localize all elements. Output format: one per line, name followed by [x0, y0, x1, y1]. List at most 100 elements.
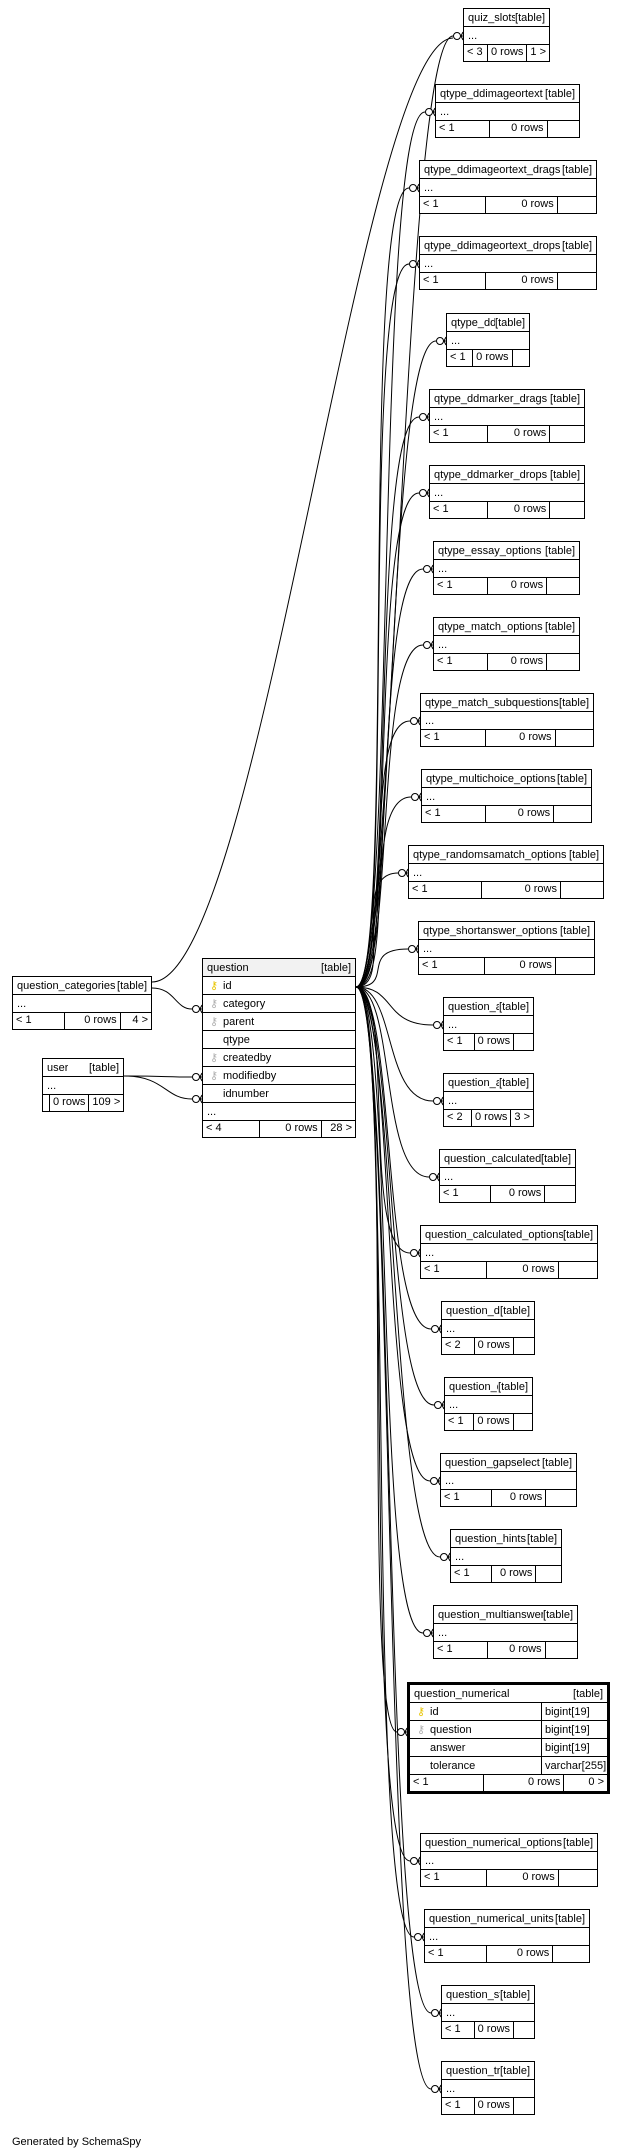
- table-qtype-randomsamatch-options[interactable]: qtype_randomsamatch_options[table]...< 1…: [408, 845, 604, 899]
- parents-count: < 1: [420, 273, 487, 289]
- ellipsis-row: ...: [421, 1852, 597, 1870]
- row-count: 0 rows: [492, 1490, 547, 1506]
- ellipsis-row: ...: [434, 1624, 577, 1642]
- table-name: question_numerical_options: [425, 1837, 562, 1849]
- table-question-answers[interactable]: question_answers[table]...< 10 rows: [443, 997, 534, 1051]
- row-count: 0 rows: [491, 1186, 546, 1202]
- edge-quiz-slots-category: [151, 37, 454, 983]
- table-qtype-ddmarker[interactable]: qtype_ddmarker[table]...< 10 rows: [446, 313, 530, 367]
- table-question-datasets[interactable]: question_datasets[table]...< 20 rows: [441, 1301, 535, 1355]
- crow-foot-icon: [410, 1248, 421, 1258]
- parents-count: < 1: [441, 1490, 492, 1506]
- children-count: [513, 350, 529, 366]
- crow-foot-icon: [411, 792, 422, 802]
- table-name: question_datasets: [446, 1305, 500, 1317]
- table-question-categories[interactable]: question_categories[table] ... < 1 0 row…: [12, 976, 152, 1030]
- column-row[interactable]: idnumber: [203, 1085, 355, 1103]
- children-count: 0 >: [588, 1776, 604, 1788]
- column-row[interactable]: qtype: [203, 1031, 355, 1049]
- table-tag: [table]: [515, 12, 545, 24]
- table-name: question_numerical: [414, 1688, 510, 1700]
- table-name: qtype_match_subquestions: [425, 697, 559, 709]
- crow-foot-icon: [409, 259, 420, 269]
- edge-child: [355, 986, 441, 1558]
- column-name: parent: [223, 1015, 255, 1028]
- column-row[interactable]: ⚷id: [203, 977, 355, 995]
- crow-foot-icon: [433, 1096, 444, 1106]
- ellipsis-row: ...: [425, 1928, 589, 1946]
- table-name: question_categories: [17, 980, 116, 992]
- table-question-statistics[interactable]: question_statistics[table]...< 10 rows: [441, 1985, 535, 2039]
- table-tag: [table]: [550, 393, 580, 405]
- ellipsis-row: ...: [13, 995, 151, 1013]
- children-count: [550, 426, 584, 442]
- row-count: 0 rows: [260, 1121, 322, 1137]
- parents-count: < 1: [451, 1566, 493, 1582]
- ellipsis-row: ...: [442, 2080, 534, 2098]
- parents-count: < 1: [420, 197, 487, 213]
- parents-count: < 1: [434, 654, 489, 670]
- children-count: [514, 2098, 534, 2114]
- parents-count: < 1: [421, 1870, 488, 1886]
- table-tag: [table]: [500, 2065, 530, 2077]
- crow-foot-icon: [419, 488, 430, 498]
- column-row[interactable]: ⚷modifiedby: [203, 1067, 355, 1085]
- edge-category: [151, 987, 193, 1010]
- table-user[interactable]: user[table] ... 0 rows 109 >: [42, 1058, 124, 1112]
- crow-foot-icon: [423, 640, 434, 650]
- table-question-calculated-options[interactable]: question_calculated_options[table]...< 1…: [420, 1225, 598, 1279]
- column-name: createdby: [223, 1051, 272, 1064]
- parents-count: < 1: [442, 2098, 475, 2114]
- foreign-key-icon: ⚷: [416, 1724, 426, 1736]
- table-name: qtype_ddmarker_drops: [434, 469, 548, 481]
- table-tag: [table]: [545, 88, 575, 100]
- ellipsis-row: ...: [444, 1016, 533, 1034]
- table-tag: [table]: [562, 240, 592, 252]
- parents-count: < 4: [203, 1121, 261, 1137]
- ellipsis-row: ...: [464, 27, 549, 45]
- crow-foot-icon: [410, 716, 421, 726]
- column-type: bigint[19]: [541, 1703, 607, 1720]
- row-count: 0 rows: [486, 806, 555, 822]
- crow-foot-icon: [419, 412, 430, 422]
- row-count: 0 rows: [484, 1775, 565, 1791]
- edge-child: [355, 986, 434, 1026]
- column-row[interactable]: ⚷createdby: [203, 1049, 355, 1067]
- parents-count: < 1: [422, 806, 486, 822]
- table-question-truefalse[interactable]: question_truefalse[table]...< 10 rows: [441, 2061, 535, 2115]
- ellipsis-row: ...: [203, 1103, 355, 1121]
- table-name: qtype_ddimageortext: [440, 88, 543, 100]
- column-row[interactable]: ⚷category: [203, 995, 355, 1013]
- children-count: [546, 1490, 576, 1506]
- children-count: [554, 806, 591, 822]
- table-question-ddwtos[interactable]: question_ddwtos[table]...< 10 rows: [444, 1377, 533, 1431]
- table-question[interactable]: question[table] ⚷id ⚷category ⚷parent qt…: [202, 958, 356, 1138]
- table-tag: [table]: [550, 469, 580, 481]
- parents-count: < 2: [442, 1338, 475, 1354]
- column-name: qtype: [223, 1033, 250, 1046]
- column-row[interactable]: ⚷parent: [203, 1013, 355, 1031]
